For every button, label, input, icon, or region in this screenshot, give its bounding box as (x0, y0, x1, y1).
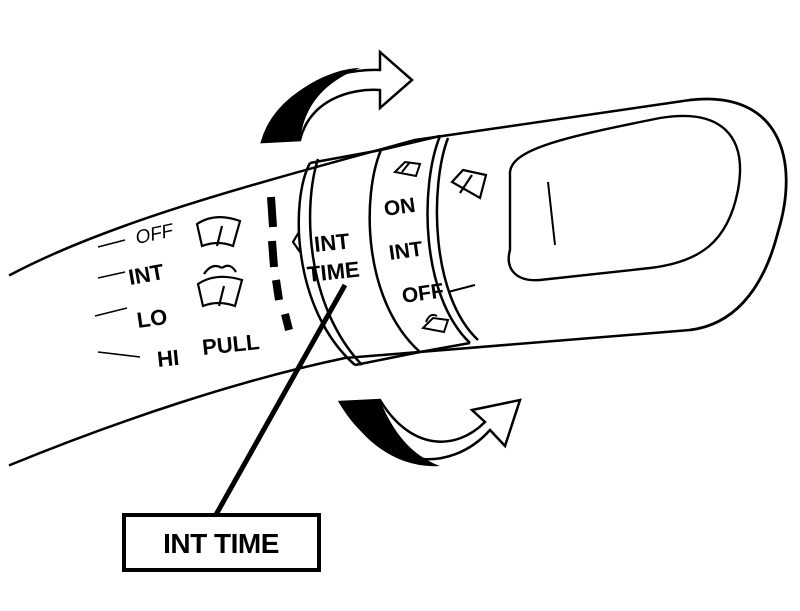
int-time-ring[interactable] (291, 148, 421, 367)
rotation-arrow-icon (337, 398, 522, 467)
callout-box (122, 513, 321, 572)
outer-label-on: ON (382, 194, 416, 221)
speed-indicator (267, 196, 293, 331)
position-ticks (94, 239, 141, 358)
outer-label-int: INT (387, 237, 424, 265)
wiper-icon (195, 216, 242, 248)
label-pull: PULL (201, 329, 261, 360)
label-int: INT (127, 259, 167, 290)
rotation-arrow-icon (260, 49, 414, 144)
end-knob (507, 97, 788, 332)
label-off: OFF (134, 220, 177, 249)
knob-wiper-icon (450, 168, 488, 200)
label-lo: LO (135, 304, 169, 333)
rear-wiper-icon (392, 160, 422, 178)
rear-washer-icon (420, 313, 450, 334)
outer-label-off: OFF (400, 279, 445, 308)
wiper-washer-icon (196, 264, 244, 308)
callout-label: INT TIME (163, 528, 279, 559)
callout-leader (210, 283, 348, 522)
ring-label-time: TIME (306, 257, 361, 287)
label-hi: HI (156, 345, 180, 372)
off-detent-line (447, 284, 476, 293)
rear-wiper-ring[interactable] (380, 134, 479, 354)
ring-label-int: INT (313, 228, 351, 257)
